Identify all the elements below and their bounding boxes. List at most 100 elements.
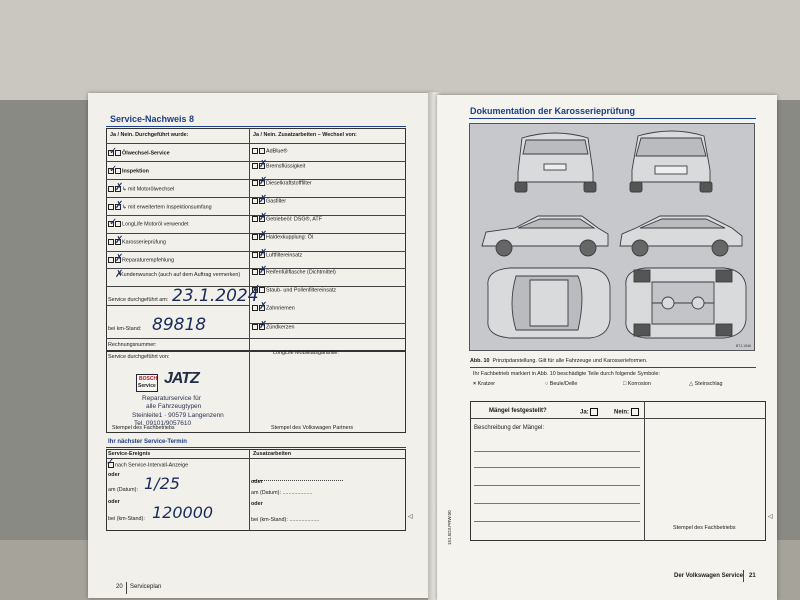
list-item[interactable]: Kundenwunsch (auch auf dem Auftrag verme… <box>120 272 241 278</box>
column-divider <box>249 128 250 351</box>
legend-intro: Ihr Fachbetrieb markiert in Abb. 10 besc… <box>473 371 660 377</box>
list-item[interactable]: ↳ mit Motorölwechsel <box>108 186 174 192</box>
footer-left: Serviceplan <box>130 584 162 590</box>
list-item[interactable]: Karosserieprüfung <box>108 239 166 245</box>
next-date-value[interactable]: 1/25 <box>144 474 180 493</box>
col2-header: Ja / Nein. Zusatzarbeiten – Wechsel von: <box>253 132 357 138</box>
car-rear-view <box>514 132 597 193</box>
cross-mark: ✗ <box>259 230 268 241</box>
list-item[interactable]: ↳ mit erweitertem Inspektionsumfang <box>108 204 212 210</box>
km-value[interactable]: 89818 <box>152 315 207 335</box>
list-item[interactable]: Bremsflüssigkeit <box>252 163 305 169</box>
legend-item: ○ Beule/Delle <box>545 381 578 387</box>
list-item[interactable]: Zündkerzen <box>252 324 294 330</box>
cross-mark: ✗ <box>259 159 268 170</box>
list-item[interactable]: LongLife Motoröl verwendet <box>108 221 189 227</box>
car-side-view-right <box>619 215 743 257</box>
triangle-icon: ◁ <box>408 514 413 520</box>
right-page: Dokumentation der Karosserieprüfung <box>437 95 777 600</box>
footer-right: Der Volkswagen Service <box>674 573 743 579</box>
stamp-line: Steinleite1 · 90579 Langenzenn <box>132 412 224 419</box>
cross-mark: ✗ <box>259 176 268 187</box>
page-title: Service-Nachweis 8 <box>110 114 195 124</box>
defects-no[interactable]: Nein: <box>614 408 639 416</box>
longlife-label: LongLife Mobilitätsgarantie: <box>273 350 339 356</box>
list-item[interactable]: Haldexkupplung: Öl <box>252 234 313 240</box>
cross-mark: ✗ <box>259 320 268 331</box>
legend-item: □ Korrosion <box>623 381 651 387</box>
service-date-value[interactable]: 23.1.2024 <box>172 286 259 306</box>
car-diagram[interactable]: BTJ-1946 <box>469 123 755 351</box>
car-outlines-svg <box>481 130 747 339</box>
list-item[interactable]: Staub- und Pollenfiltereinsatz <box>252 287 336 293</box>
cross-mark: ✗ <box>115 253 124 264</box>
next-interval-option[interactable]: nach Service-Intervall-Anzeige <box>108 462 188 468</box>
performed-by-label: Service durchgeführt von: <box>108 354 170 360</box>
list-item[interactable]: Zahnriemen <box>252 305 295 311</box>
service-table <box>106 128 406 351</box>
stamp-line: Tel. 09101/9057610 <box>134 420 192 427</box>
invoice-label: Rechnungsnummer: <box>108 342 157 348</box>
stamp-left-label: Stempel des Fachbetriebs <box>112 425 175 431</box>
checkbox-yes <box>590 408 599 416</box>
cross-mark: ✗ <box>115 200 124 211</box>
bosch-service-logo: BOSCH Service <box>136 374 158 392</box>
side-code: 151.5D3.PRW.00 <box>447 510 452 545</box>
legend-item: △ Steinschlag <box>689 381 723 387</box>
car-underbody-view <box>625 267 747 339</box>
next-col1-header: Service-Ereignis <box>108 451 151 457</box>
cross-mark: ✗ <box>115 269 124 280</box>
list-item[interactable]: Reparaturempfehlung <box>108 257 174 263</box>
cross-mark: ✗ <box>115 235 124 246</box>
list-item[interactable]: Getriebeöl: DSG®, ATF <box>252 216 322 222</box>
list-item[interactable]: Ölwechsel-Service <box>108 150 170 156</box>
next-km-label: bei (km-Stand): <box>108 516 145 522</box>
check-mark: ✓ <box>109 164 118 175</box>
page-title: Dokumentation der Karosserieprüfung <box>470 106 636 116</box>
cross-mark: ✗ <box>259 248 268 259</box>
list-item[interactable]: Reifenfüllflasche (Dichtmittel) <box>252 269 336 275</box>
left-page: Service-Nachweis 8 Ja / Nein. Durchgefüh… <box>88 93 434 598</box>
cross-mark: ✗ <box>259 301 268 312</box>
table-surface <box>0 0 800 100</box>
checkbox-no <box>630 408 639 416</box>
workshop-logo: JATZ <box>164 370 200 387</box>
next-service-title: Ihr nächster Service-Termin <box>108 439 187 445</box>
list-item[interactable]: Gasfilter <box>252 198 286 204</box>
next-service-table <box>106 449 406 531</box>
list-item[interactable]: AdBlue® <box>252 148 287 154</box>
description-label: Beschreibung der Mängel: <box>474 425 545 431</box>
next-km-value[interactable]: 120000 <box>152 503 214 522</box>
stamp-right-label: Stempel des Volkswagen Partners <box>271 425 354 431</box>
triangle-icon: ◁ <box>768 514 773 520</box>
page-number-left: 20 <box>116 584 123 590</box>
page-number-right: 21 <box>749 573 756 579</box>
cross-mark: ✗ <box>259 265 268 276</box>
check-mark: ✓ <box>252 283 261 294</box>
car-front-view <box>629 130 713 193</box>
defects-yes[interactable]: Ja: <box>580 408 599 416</box>
service-date-label: Service durchgeführt am: <box>108 297 169 303</box>
cross-mark: ✗ <box>259 194 268 205</box>
check-mark: ✓ <box>106 457 115 468</box>
list-item[interactable]: Dieselkraftstofffilter <box>252 180 312 186</box>
figure-code: BTJ-1946 <box>735 344 751 348</box>
cross-mark: ✗ <box>115 182 124 193</box>
legend-item: × Kratzer <box>473 381 496 387</box>
extra-date-label: am (Datum): .................... <box>251 490 313 496</box>
stamp-line: alle Fahrzeugtypen <box>146 403 202 410</box>
next-col2-header: Zusatzarbeiten <box>253 451 292 457</box>
list-item[interactable]: Inspektion <box>108 168 149 174</box>
title-rule <box>106 126 406 128</box>
car-side-view-left <box>481 215 609 257</box>
check-mark: ✓ <box>109 217 118 228</box>
col1-header: Ja / Nein. Durchgeführt wurde: <box>110 132 189 138</box>
next-date-label: am (Datum): <box>108 487 138 493</box>
list-item[interactable]: Luftfiltereinsatz <box>252 252 302 258</box>
defects-table <box>470 401 766 541</box>
km-label: bei km-Stand: <box>108 326 142 332</box>
check-mark: ✓ <box>109 146 118 157</box>
extra-km-label: bei (km-Stand): .................... <box>251 517 320 523</box>
defects-label: Mängel festgestellt? <box>489 408 547 414</box>
figure-caption: Abb. 10 Prinzipdarstellung. Gilt für all… <box>470 358 648 364</box>
